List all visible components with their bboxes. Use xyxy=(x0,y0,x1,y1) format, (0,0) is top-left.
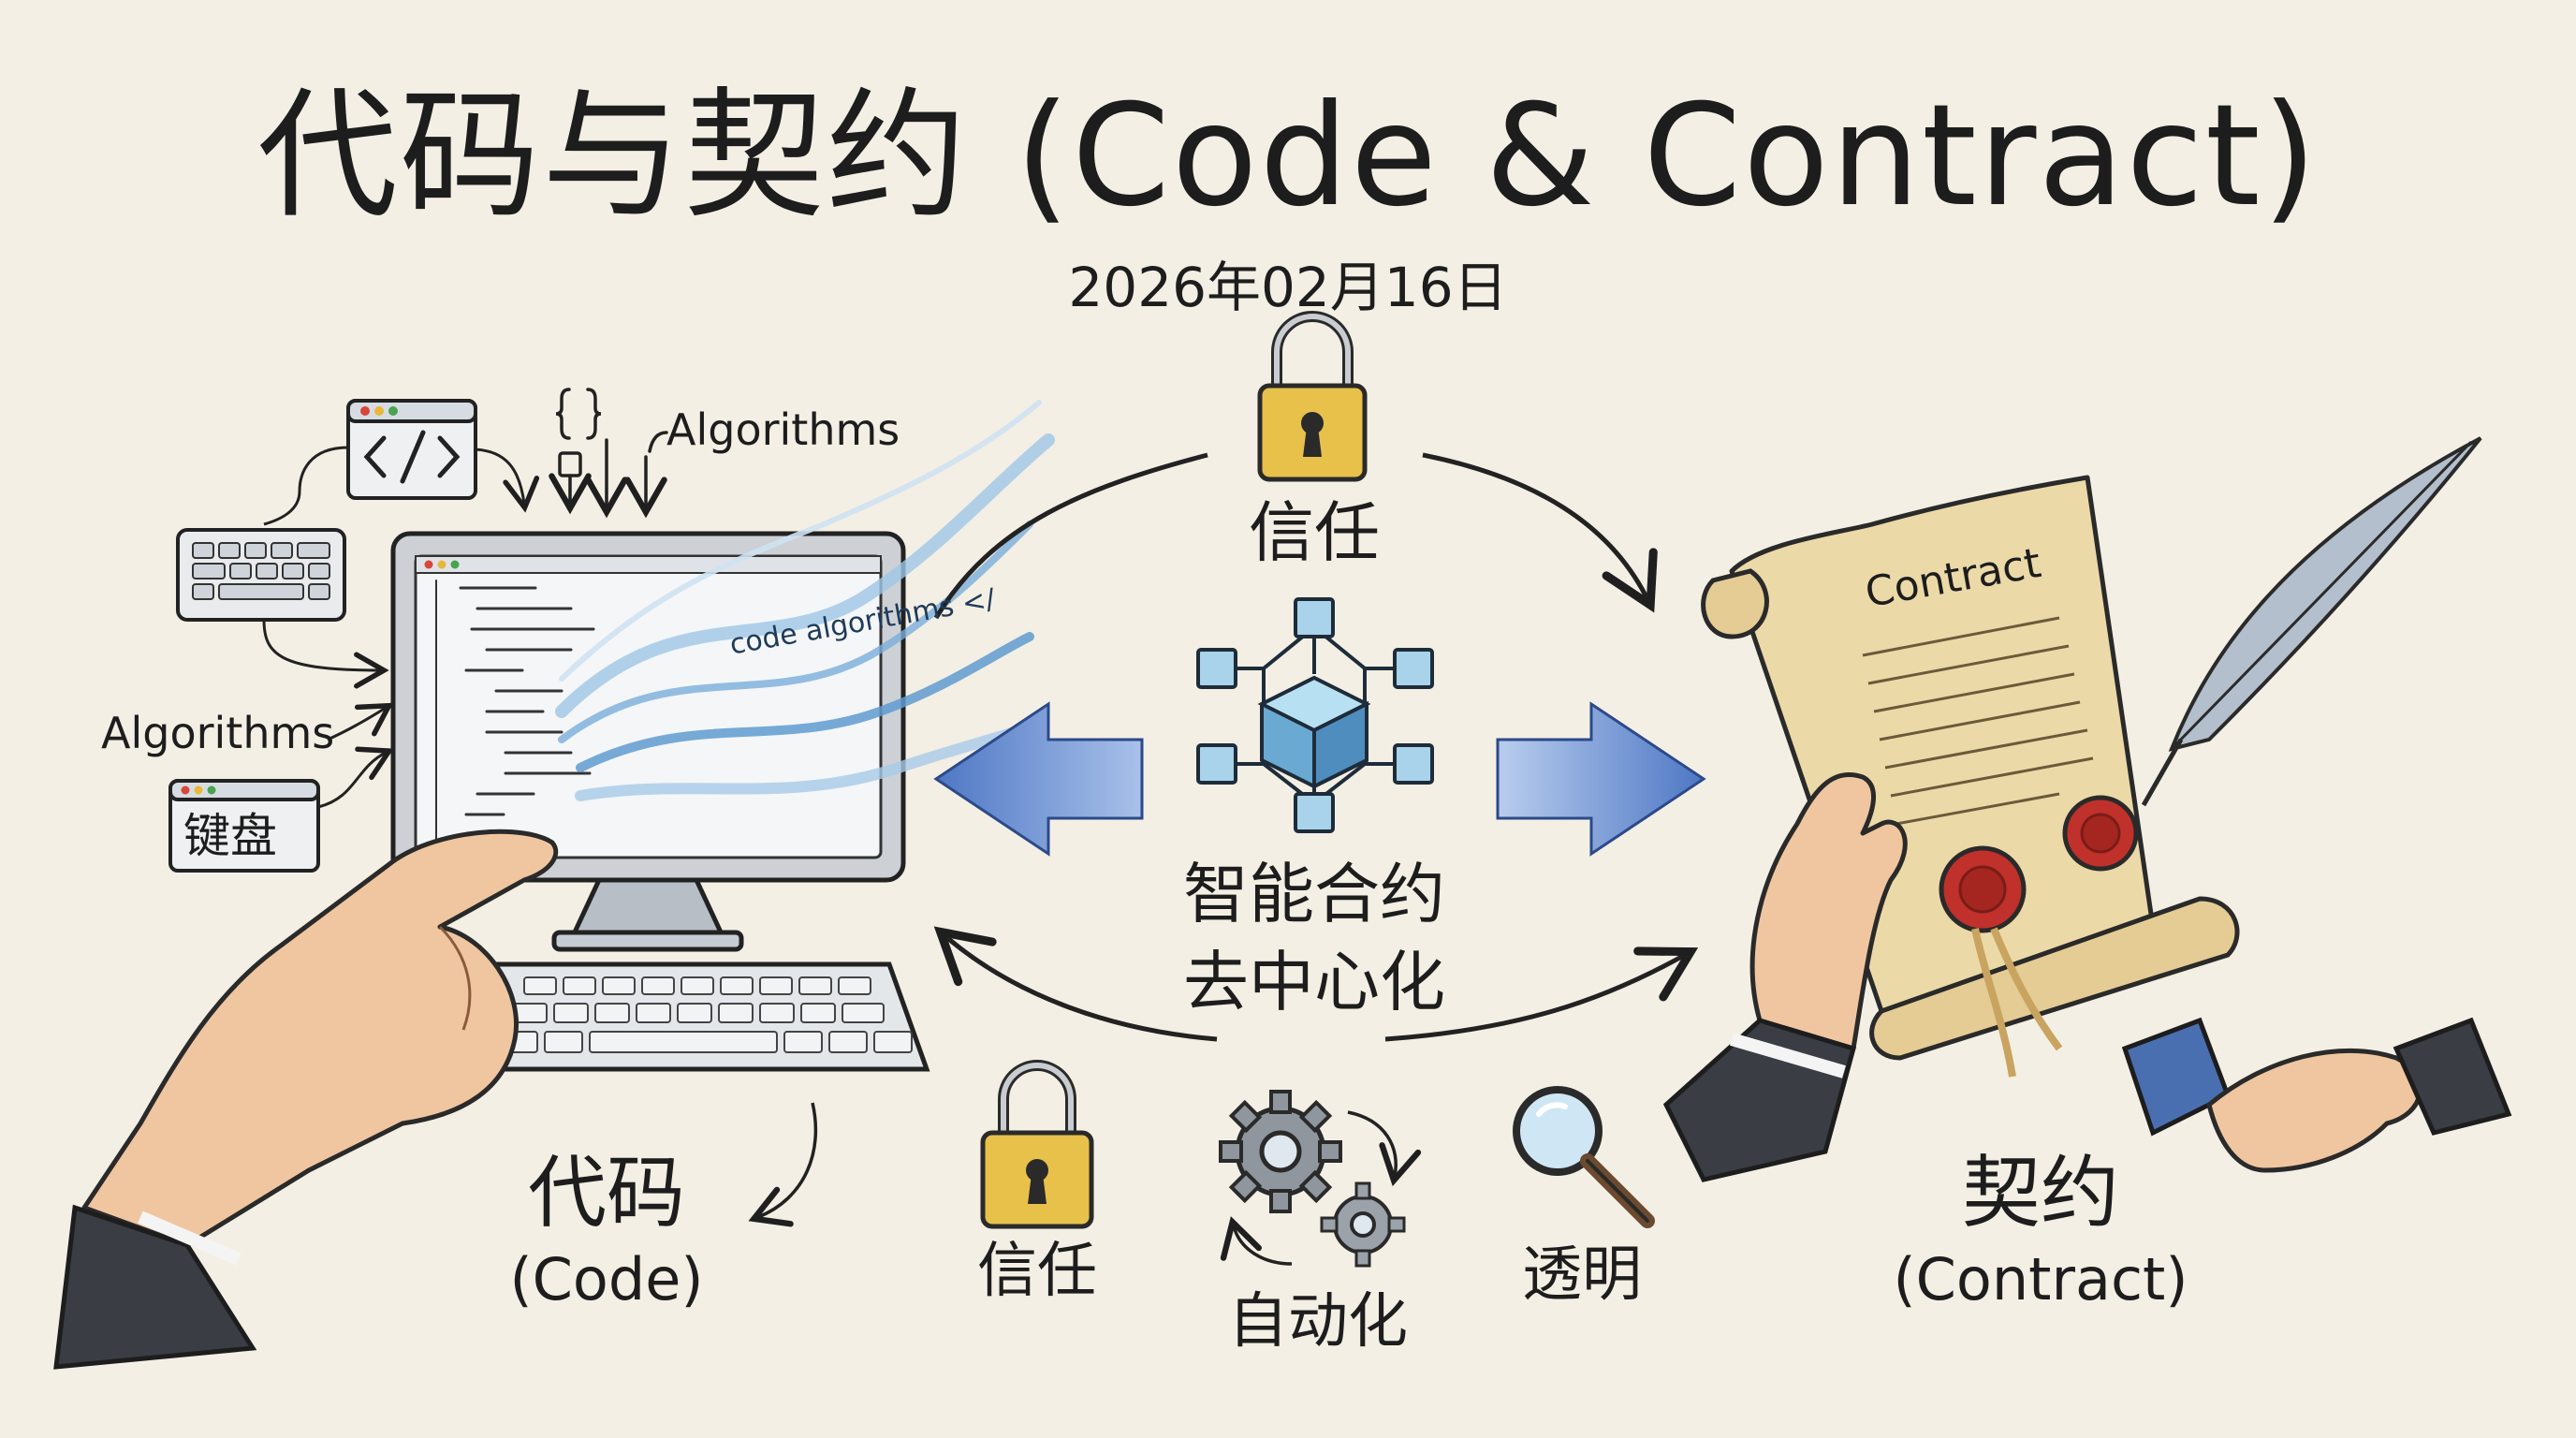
arc-arrow-bottom-left xyxy=(933,926,1218,1042)
decentralized-label: 去中心化 xyxy=(1183,944,1445,1020)
magnifier-icon xyxy=(1513,1086,1655,1228)
lock-icon xyxy=(980,1060,1094,1229)
curly-braces-icon xyxy=(549,388,668,519)
code-label-en: (Code) xyxy=(509,1245,704,1313)
connector-arrow xyxy=(317,746,394,809)
connector-line xyxy=(263,446,349,526)
keyboard-box-icon xyxy=(168,779,320,873)
blue-arrow-left xyxy=(933,701,1144,857)
lock-icon xyxy=(1257,311,1368,482)
arc-arrow-top-right xyxy=(1422,452,1658,613)
gear-icon xyxy=(1219,1090,1422,1268)
contract-label-en: (Contract) xyxy=(1893,1245,2188,1313)
blue-arrow-right xyxy=(1496,701,1706,857)
algorithms-side-label: Algorithms xyxy=(101,708,335,758)
code-label-cn: 代码 xyxy=(527,1147,686,1239)
trust-bottom-label: 信任 xyxy=(977,1237,1097,1306)
smart-contract-label: 智能合约 xyxy=(1183,856,1445,932)
algorithms-top-label: Algorithms xyxy=(666,404,900,455)
code-stream xyxy=(555,400,1055,801)
page-title: 代码与契约 (Code & Contract) xyxy=(256,75,2320,238)
arc-arrow-top-left xyxy=(933,452,1208,620)
keyboard-icon xyxy=(451,961,930,1072)
hand-holding-icon xyxy=(1662,771,1908,1182)
trust-top-label: 信任 xyxy=(1249,494,1380,571)
keyboard-box-label: 键盘 xyxy=(183,809,277,863)
keyboard-icon xyxy=(176,528,346,622)
wax-seal-icon xyxy=(1939,795,2139,1078)
arc-arrow-bottom-right xyxy=(1384,946,1699,1042)
blockchain-cube-icon xyxy=(1196,597,1434,833)
handshake-icon xyxy=(2121,1017,2512,1173)
automation-label: 自动化 xyxy=(1228,1287,1408,1357)
date-label: 2026年02月16日 xyxy=(1068,256,1508,319)
connector-arrow xyxy=(475,448,540,513)
connector-arrow xyxy=(748,1102,818,1227)
connector-arrow xyxy=(262,619,389,689)
code-window-icon xyxy=(346,399,477,500)
transparency-label: 透明 xyxy=(1522,1240,1642,1310)
quill-pen-icon xyxy=(2141,436,2482,807)
connector-arrow xyxy=(327,702,394,741)
hand-pointing-icon xyxy=(53,829,559,1370)
contract-label-cn: 契约 xyxy=(1961,1147,2120,1239)
